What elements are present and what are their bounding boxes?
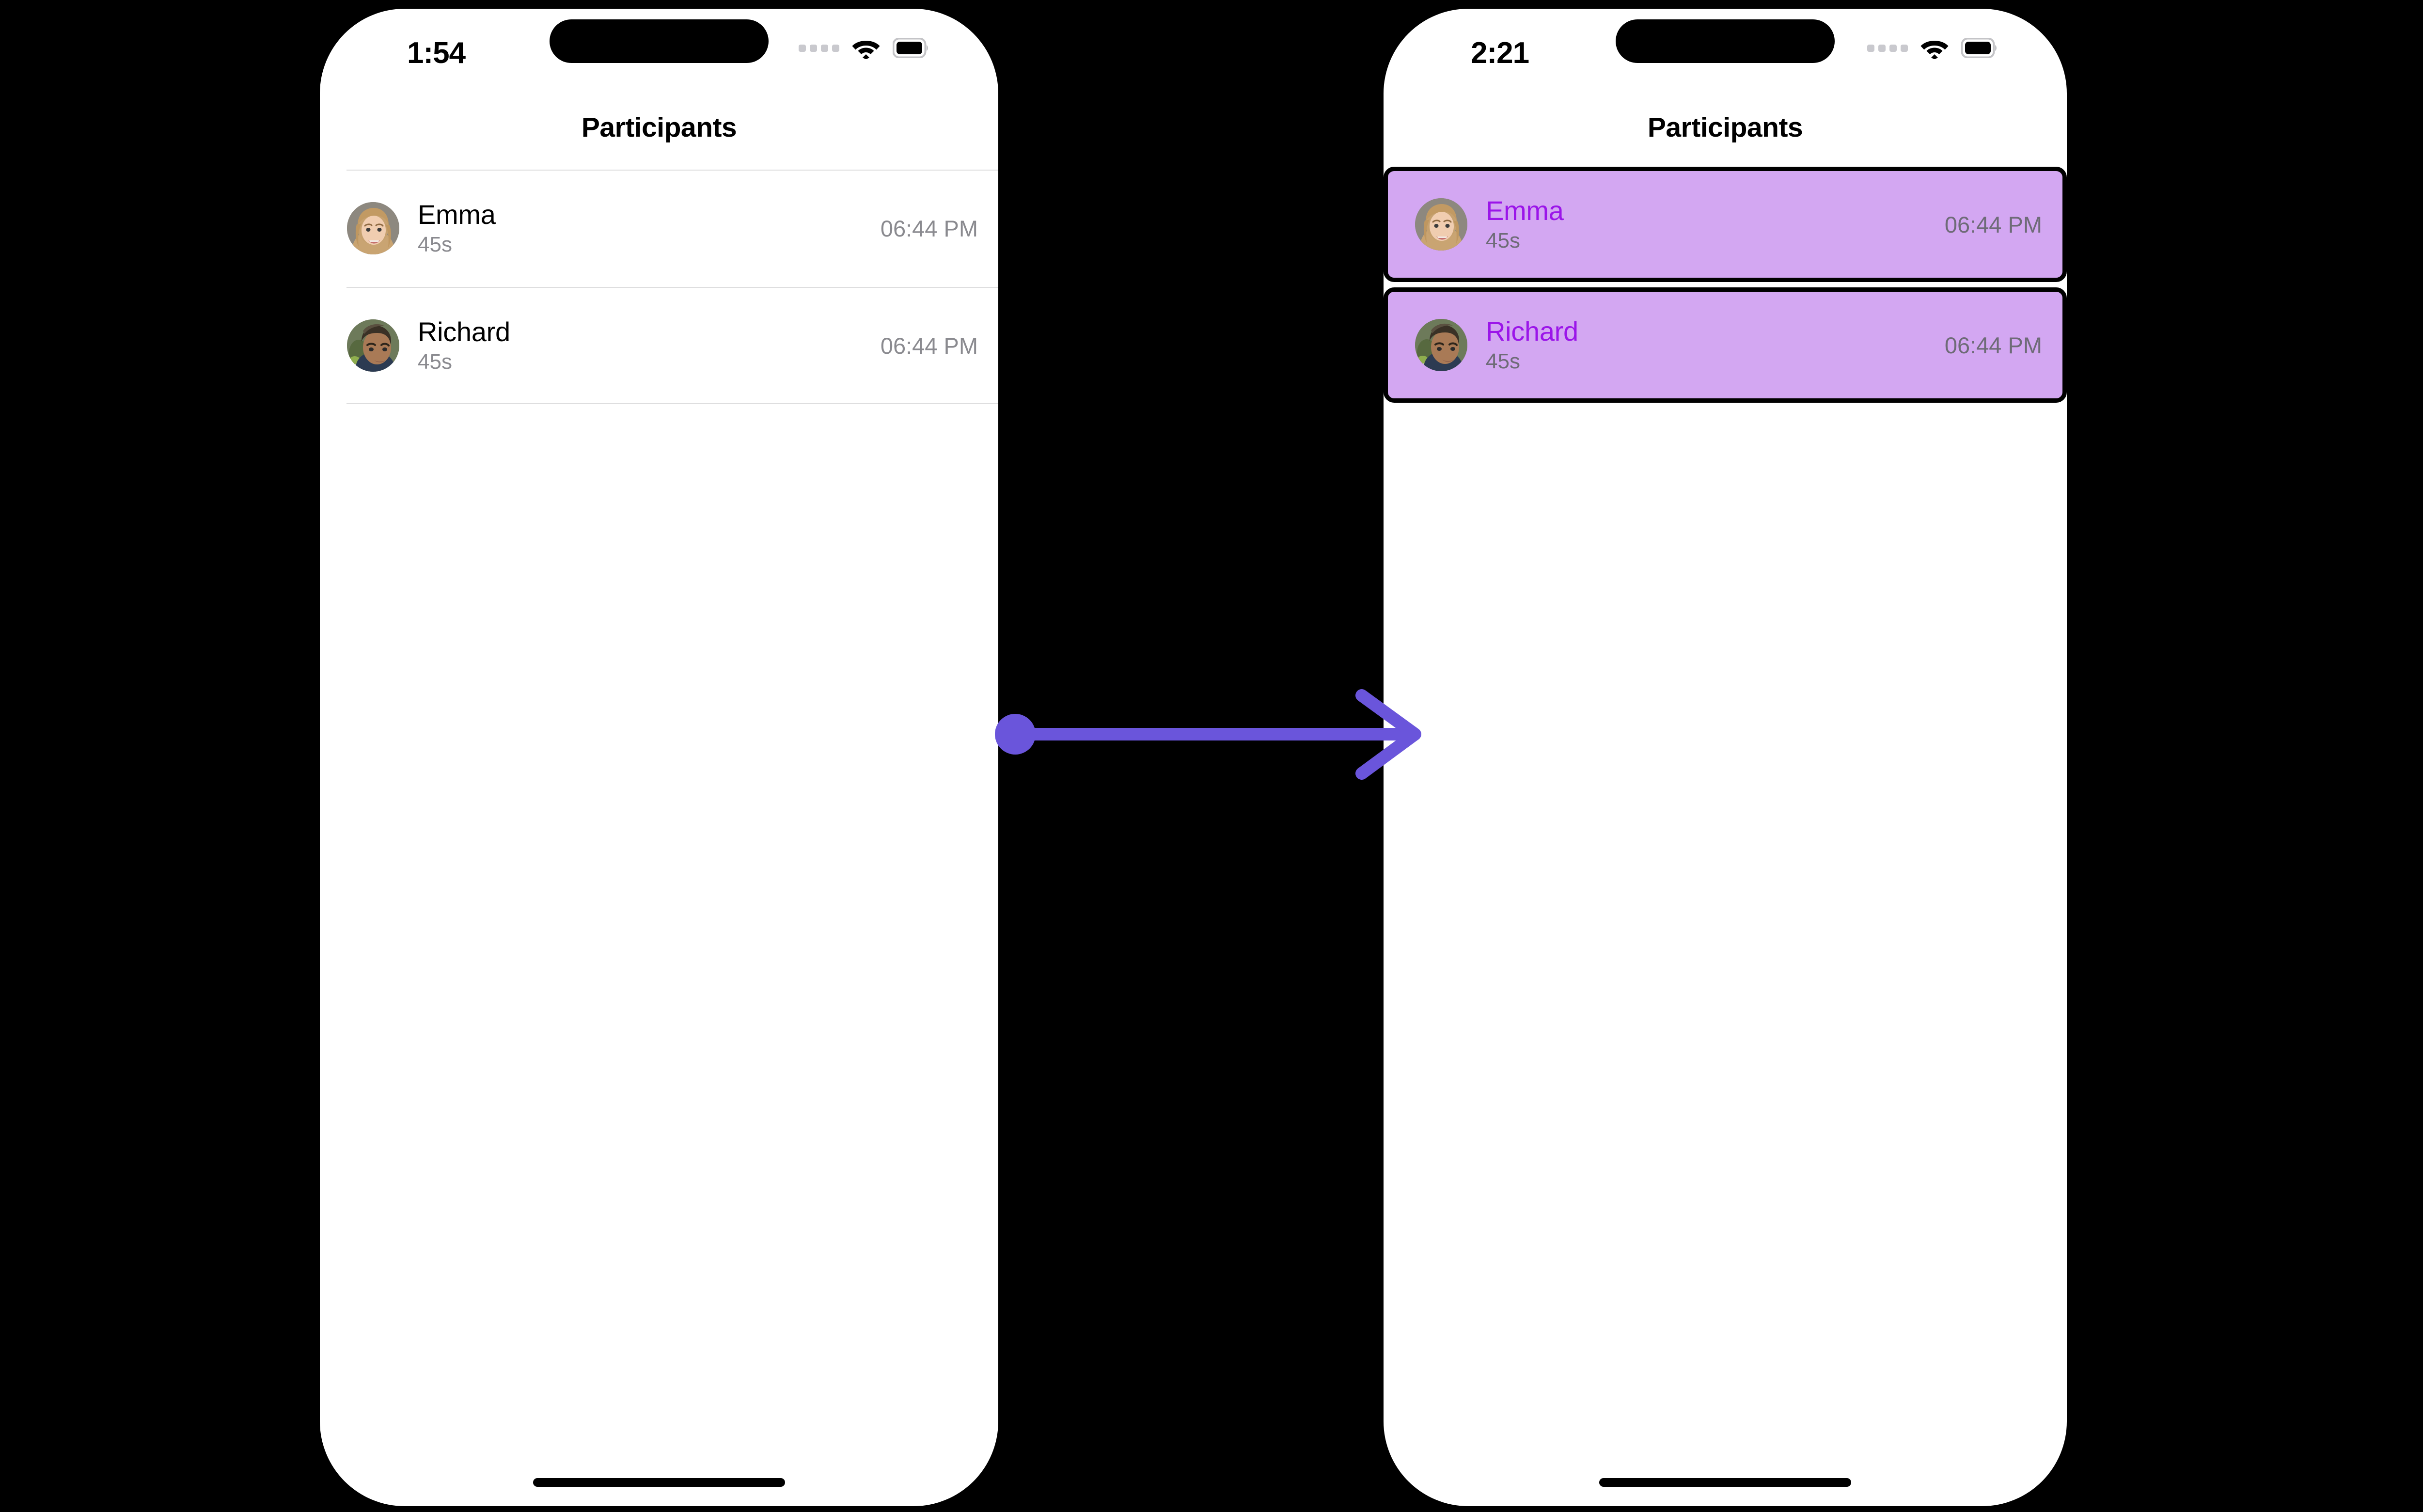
- participant-timestamp: 06:44 PM: [880, 332, 978, 359]
- participant-info: Richard 45s: [1486, 317, 1945, 373]
- participant-duration: 45s: [418, 350, 452, 374]
- status-bar: 1:54: [320, 9, 998, 96]
- participants-list: Emma 45s 06:44 PM: [1384, 167, 2067, 408]
- wifi-icon: [1920, 37, 1950, 59]
- home-indicator: [533, 1478, 785, 1487]
- dynamic-island: [1616, 19, 1835, 63]
- participant-row-richard[interactable]: Richard 45s 06:44 PM: [320, 287, 998, 404]
- action-arrow-annotation: [979, 678, 1444, 790]
- page-title: Participants: [1647, 112, 1803, 143]
- participant-row-richard-selected[interactable]: Richard 45s 06:44 PM: [1384, 287, 2067, 403]
- battery-full-icon: [893, 38, 929, 58]
- participant-name: Richard: [1486, 315, 1578, 346]
- participant-duration: 45s: [1486, 349, 1520, 374]
- participant-info: Richard 45s: [418, 316, 881, 374]
- status-bar-time: 1:54: [407, 36, 466, 70]
- status-bar: 2:21: [1384, 9, 2067, 96]
- avatar-emma: [1415, 198, 1467, 251]
- signal-dots-icon: [1867, 44, 1908, 52]
- avatar-emma: [347, 202, 399, 254]
- arrow-start-dot: [995, 714, 1036, 755]
- participant-timestamp: 06:44 PM: [1944, 211, 2042, 237]
- wifi-icon: [851, 37, 881, 59]
- participants-list: Emma 45s 06:44 PM: [320, 170, 998, 404]
- participant-timestamp: 06:44 PM: [880, 215, 978, 241]
- signal-dots-icon: [799, 44, 839, 52]
- participant-duration: 45s: [418, 233, 452, 257]
- participant-name: Emma: [1486, 195, 1564, 226]
- dynamic-island: [550, 19, 769, 63]
- status-bar-indicators: [799, 37, 929, 59]
- page-title: Participants: [581, 112, 737, 143]
- participant-name: Richard: [418, 316, 510, 347]
- participant-row-emma-selected[interactable]: Emma 45s 06:44 PM: [1384, 167, 2067, 282]
- participant-duration: 45s: [1486, 229, 1520, 253]
- phone-screen-before: 1:54 Participants: [320, 9, 998, 1506]
- phone-screen-after: 2:21 Participants: [1384, 9, 2067, 1506]
- avatar-richard: [1415, 319, 1467, 371]
- status-bar-indicators: [1867, 37, 1998, 59]
- participant-timestamp: 06:44 PM: [1944, 332, 2042, 358]
- avatar-richard: [347, 319, 399, 372]
- status-bar-time: 2:21: [1471, 36, 1529, 70]
- participant-info: Emma 45s: [1486, 195, 1945, 253]
- participant-row-emma[interactable]: Emma 45s 06:44 PM: [320, 170, 998, 287]
- home-indicator: [1599, 1478, 1851, 1487]
- participant-info: Emma 45s: [418, 199, 881, 257]
- participant-name: Emma: [418, 199, 496, 230]
- battery-full-icon: [1961, 38, 1998, 58]
